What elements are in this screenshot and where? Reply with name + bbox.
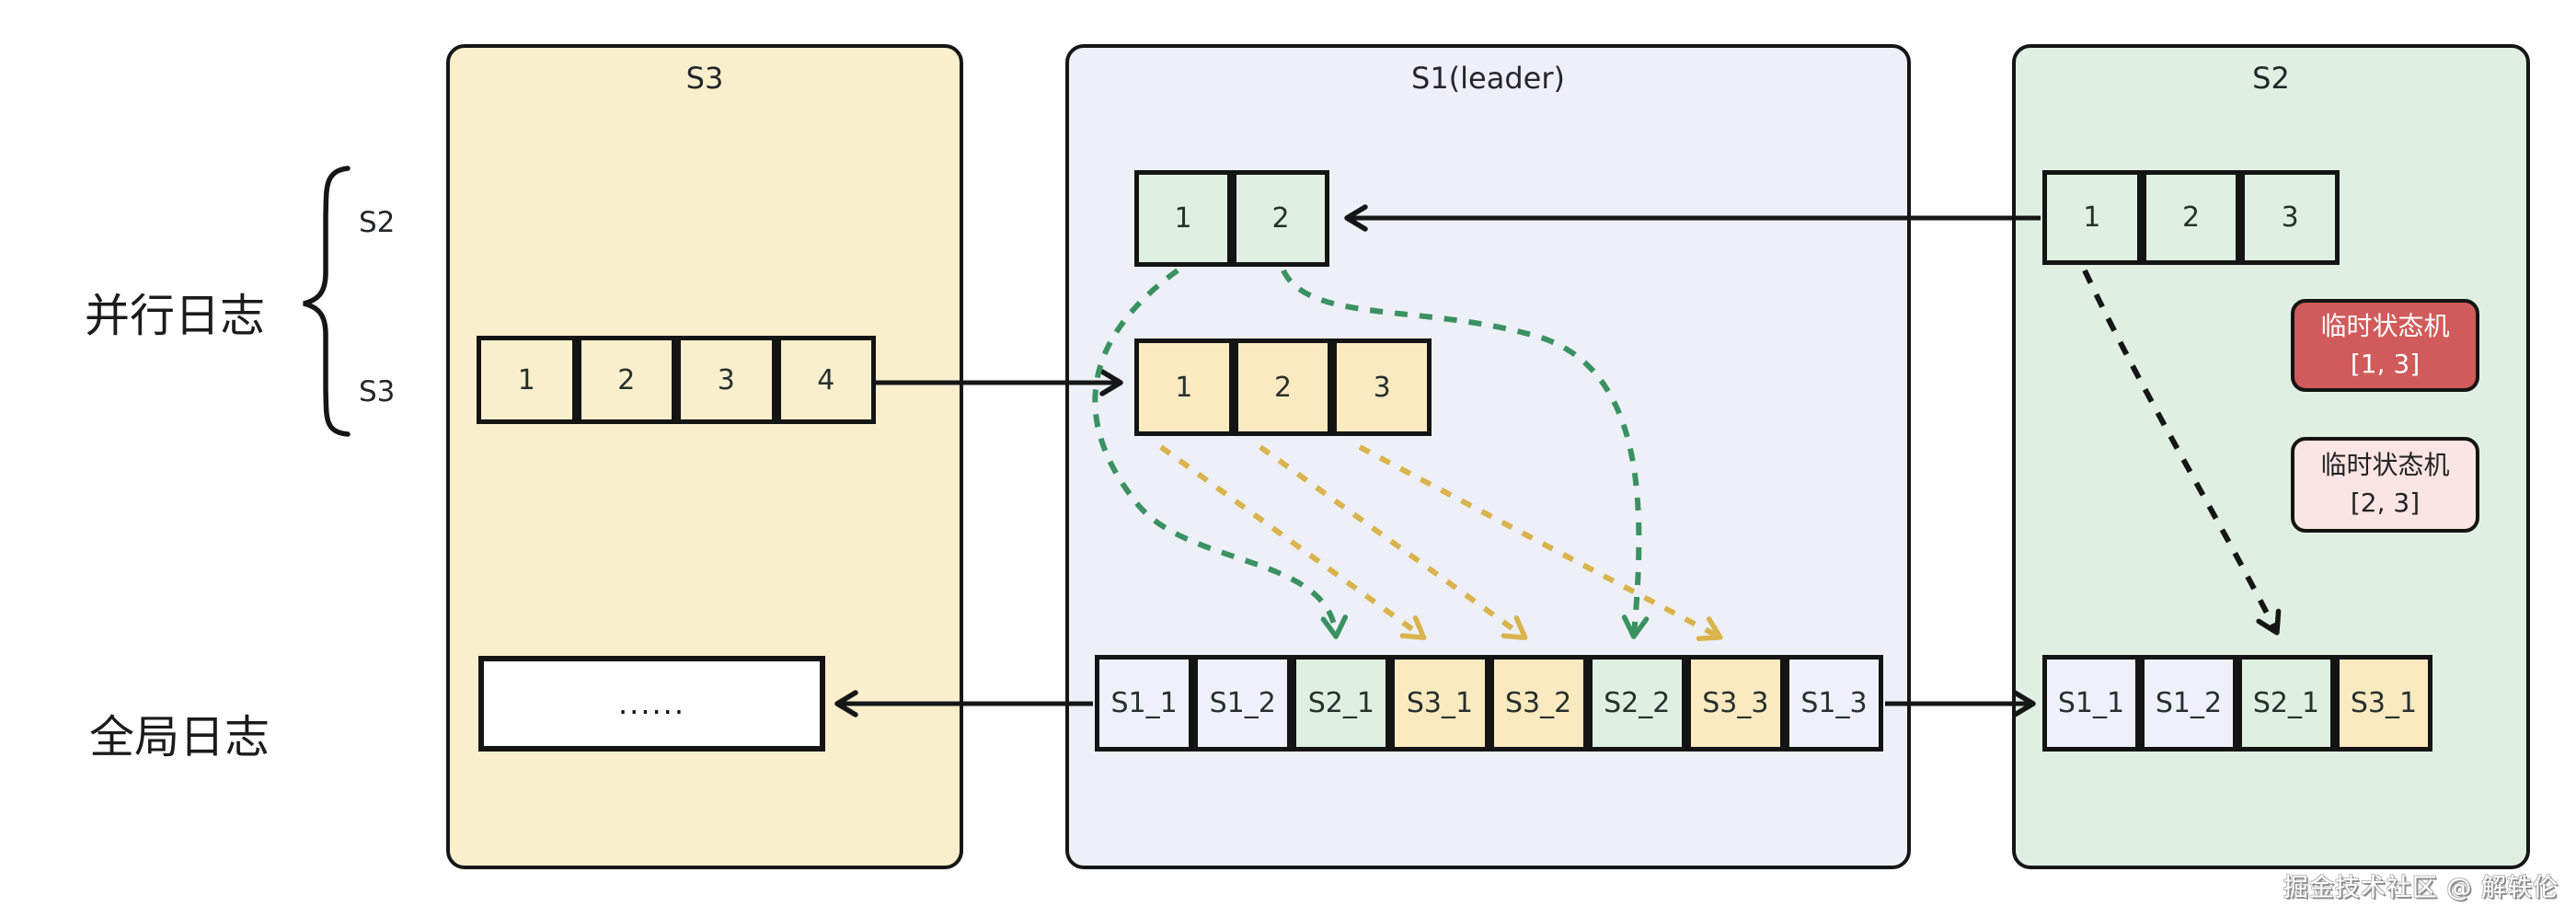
watermark: 掘金技术社区 @ 解轶伦: [2283, 874, 2559, 902]
log-cell: 4: [776, 336, 876, 424]
s2-log-row: 1 2 3: [2042, 170, 2340, 265]
log-cell: S3_1: [2335, 655, 2432, 752]
log-cell: S3_3: [1685, 655, 1785, 752]
brace-label-s2: S2: [359, 206, 396, 239]
log-cell: S2_1: [2237, 655, 2335, 752]
log-cell: 1: [1134, 170, 1232, 267]
s1-global-log-row: S1_1 S1_2 S2_1 S3_1 S3_2 S2_2 S3_3 S1_3: [1095, 655, 1883, 752]
log-cell: 2: [1233, 339, 1333, 436]
log-cell: 2: [1232, 170, 1329, 267]
log-cell: 1: [2042, 170, 2142, 265]
log-cell: 1: [477, 336, 577, 424]
log-cell: S1_2: [1193, 655, 1293, 752]
log-cell: 2: [576, 336, 676, 424]
log-cell: 1: [1134, 339, 1234, 436]
brace-label-s3: S3: [359, 375, 396, 408]
temp-state-machine-committed: 临时状态机 [1, 3]: [2291, 299, 2479, 392]
state-machine-label: 临时状态机: [2320, 310, 2450, 341]
temp-state-machine-pending: 临时状态机 [2, 3]: [2291, 437, 2479, 533]
parallel-log-label: 并行日志: [84, 290, 265, 342]
log-cell: S3_1: [1390, 655, 1489, 752]
log-cell: S1_3: [1784, 655, 1883, 752]
log-cell: S1_1: [2042, 655, 2140, 752]
log-cell: S2_1: [1292, 655, 1391, 752]
s1-received-from-s2-row: 1 2: [1134, 170, 1329, 267]
log-cell: 3: [1332, 339, 1432, 436]
s2-panel-title: S2: [2252, 61, 2290, 96]
log-cell: 3: [2240, 170, 2340, 265]
log-cell: S1_2: [2140, 655, 2237, 752]
log-cell: S3_2: [1489, 655, 1588, 752]
global-log-label: 全局日志: [88, 711, 270, 763]
state-machine-range: [1, 3]: [2350, 348, 2421, 379]
log-cell: 3: [676, 336, 776, 424]
s1-received-from-s3-row: 1 2 3: [1134, 339, 1432, 436]
state-machine-label: 临时状态机: [2320, 450, 2450, 481]
s2-global-log-row: S1_1 S1_2 S2_1 S3_1: [2042, 655, 2432, 752]
state-machine-range: [2, 3]: [2350, 488, 2421, 518]
s3-global-log-box: ......: [478, 656, 825, 752]
s3-log-row: 1 2 3 4: [477, 336, 876, 424]
log-cell: S1_1: [1095, 655, 1194, 752]
log-cell: 2: [2141, 170, 2241, 265]
log-cell: S2_2: [1587, 655, 1686, 752]
s1-panel-title: S1(leader): [1411, 61, 1565, 96]
s3-panel-title: S3: [685, 61, 724, 96]
